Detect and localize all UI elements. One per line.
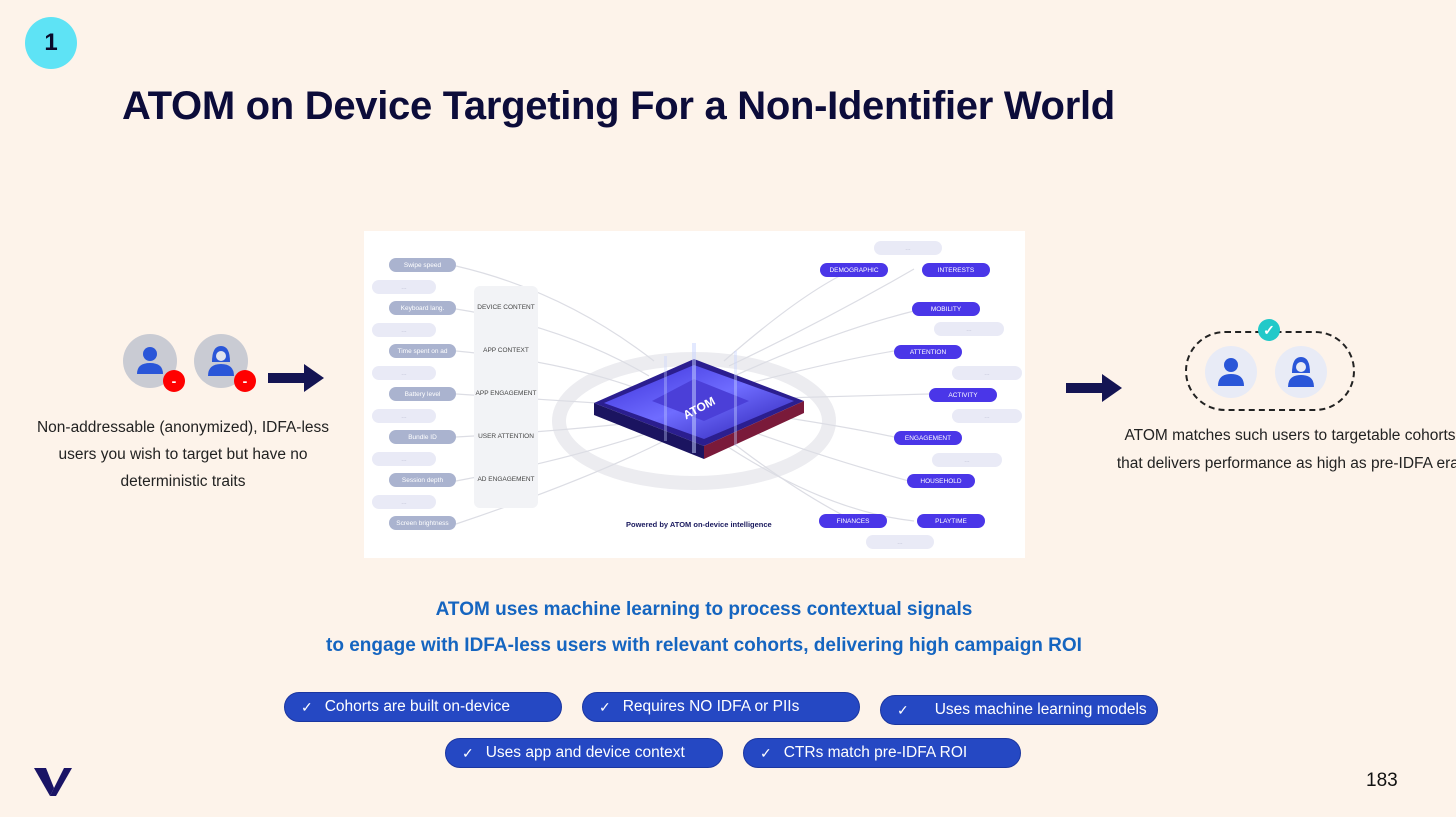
check-icon: ✓ [301,699,313,716]
ellipsis-pill: ... [372,495,436,509]
targetable-user-avatar [1205,346,1257,398]
signal-pill: Keyboard lang. [389,301,456,315]
page-title: ATOM on Device Targeting For a Non-Ident… [122,84,1115,129]
cohort-pill: INTERESTS [922,263,990,277]
cohort-pill: HOUSEHOLD [907,474,975,488]
feature-pill: ✓ Uses machine learning models [880,695,1158,725]
cohort-pill: PLAYTIME [917,514,985,528]
ellipsis-pill: ... [932,453,1002,467]
cohort-pill: DEMOGRAPHIC [820,263,888,277]
feature-label: Cohorts are built on-device [325,698,510,716]
minus-badge-icon: - [234,370,256,392]
cohort-pill: ATTENTION [894,345,962,359]
checkmark-icon: ✓ [1258,319,1280,341]
context-label: APP CONTEXT [464,347,548,354]
left-caption: Non-addressable (anonymized), IDFA-less … [18,414,348,495]
signal-pill: Screen brightness [389,516,456,530]
signal-pill: Session depth [389,473,456,487]
feature-pill: ✓ CTRs match pre-IDFA ROI [743,738,1021,768]
ellipsis-pill: ... [372,366,436,380]
ellipsis-pill: ... [372,452,436,466]
feature-pill: ✓ Uses app and device context [445,738,723,768]
signal-pill: Time spent on ad [389,344,456,358]
headline-line-2: to engage with IDFA-less users with rele… [0,635,1408,657]
signal-pill: Bundle ID [389,430,456,444]
feature-label: Requires NO IDFA or PIIs [623,698,800,716]
atom-diagram: ATOM Swipe speed ... Keyboard lang. ... … [364,231,1025,558]
context-column [474,286,538,508]
context-label: USER ATTENTION [464,433,548,440]
cohort-pill: FINANCES [819,514,887,528]
cohort-pill: ENGAGEMENT [894,431,962,445]
arrow-right-icon [1066,374,1122,402]
page-number: 183 [1366,770,1398,792]
cohort-pill: MOBILITY [912,302,980,316]
feature-label: Uses app and device context [486,744,685,762]
headline-line-1: ATOM uses machine learning to process co… [0,599,1408,621]
context-label: AD ENGAGEMENT [464,476,548,483]
step-badge: 1 [25,17,77,69]
context-label: APP ENGAGEMENT [464,390,548,397]
anonymous-user-avatar: - [123,334,177,388]
ellipsis-pill: ... [866,535,934,549]
targetable-user-avatar [1275,346,1327,398]
ellipsis-pill: ... [372,323,436,337]
signal-pill: Swipe speed [389,258,456,272]
feature-pill: ✓ Cohorts are built on-device [284,692,562,722]
ellipsis-pill: ... [372,409,436,423]
arrow-right-icon [268,364,324,392]
anonymous-user-avatar: - [194,334,248,388]
right-caption: ATOM matches such users to targetable co… [1110,422,1456,478]
ellipsis-pill: ... [952,409,1022,423]
hijab-user-icon [1275,346,1327,398]
check-icon: ✓ [760,745,772,762]
ellipsis-pill: ... [874,241,942,255]
feature-pill: ✓ Requires NO IDFA or PIIs [582,692,860,722]
check-icon: ✓ [462,745,474,762]
check-icon: ✓ [897,702,909,719]
ellipsis-pill: ... [952,366,1022,380]
minus-badge-icon: - [163,370,185,392]
ellipsis-pill: ... [934,322,1004,336]
brand-logo-icon [34,766,72,798]
user-icon [1205,346,1257,398]
feature-label: CTRs match pre-IDFA ROI [784,744,967,762]
signal-pill: Battery level [389,387,456,401]
ellipsis-pill: ... [372,280,436,294]
context-label: DEVICE CONTENT [464,304,548,311]
feature-label: Uses machine learning models [935,701,1147,719]
powered-by-label: Powered by ATOM on-device intelligence [626,520,772,529]
check-icon: ✓ [599,699,611,716]
cohort-pill: ACTIVITY [929,388,997,402]
